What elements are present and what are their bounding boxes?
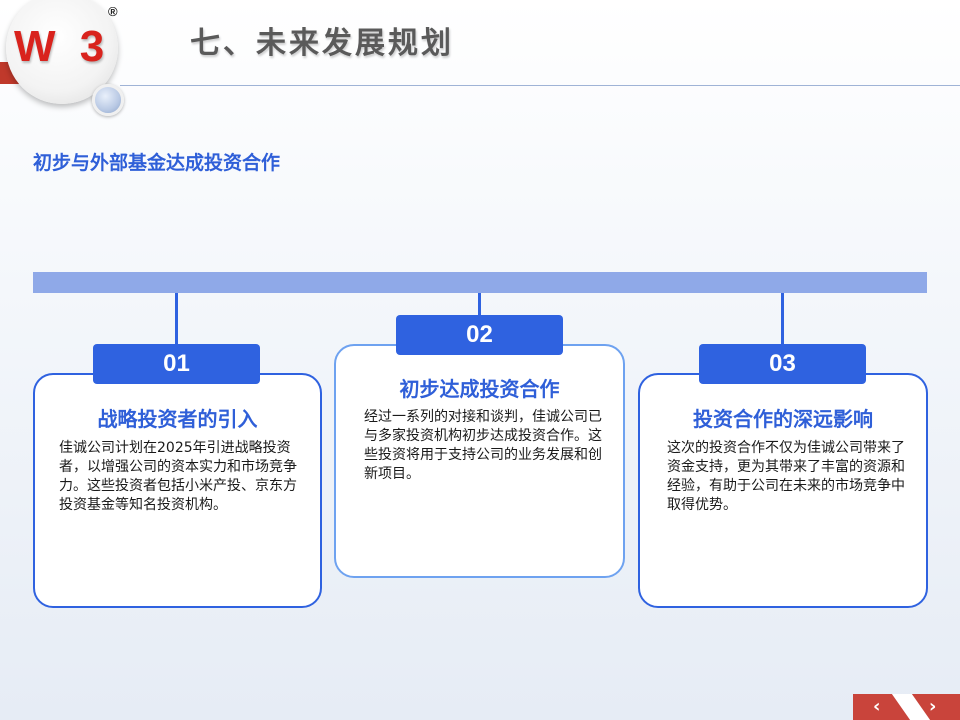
nav-separator bbox=[891, 694, 931, 720]
section-subtitle: 初步与外部基金达成投资合作 bbox=[33, 152, 281, 174]
card-title: 战略投资者的引入 bbox=[97, 407, 258, 431]
timeline-connector-2 bbox=[478, 293, 481, 315]
logo: W 3 ® bbox=[0, 0, 130, 116]
card-body: 佳诚公司计划在2025年引进战略投资者，以增强公司的资本实力和市场竞争力。这些投… bbox=[59, 440, 297, 513]
next-arrow-icon[interactable]: › bbox=[929, 696, 937, 717]
card-initial-cooperation: 初步达成投资合作 经过一系列的对接和谈判，佳诚公司已与多家投资机构初步达成投资合… bbox=[334, 344, 625, 578]
logo-dot-icon bbox=[92, 84, 124, 116]
timeline-bar bbox=[33, 272, 927, 293]
card-body: 经过一系列的对接和谈判，佳诚公司已与多家投资机构初步达成投资合作。这些投资将用于… bbox=[364, 409, 602, 482]
timeline-connector-1 bbox=[175, 293, 178, 345]
card-title: 投资合作的深远影响 bbox=[693, 407, 873, 431]
card-number-badge: 01 bbox=[93, 344, 260, 384]
card-number-badge: 03 bbox=[699, 344, 866, 384]
logo-text: W 3 bbox=[14, 22, 111, 71]
page-title: 七、未来发展规划 bbox=[190, 26, 454, 61]
card-title: 初步达成投资合作 bbox=[399, 377, 560, 401]
card-far-reaching-impact: 投资合作的深远影响 这次的投资合作不仅为佳诚公司带来了资金支持，更为其带来了丰富… bbox=[638, 373, 928, 608]
prev-arrow-icon[interactable]: ‹ bbox=[873, 696, 881, 717]
timeline-connector-3 bbox=[781, 293, 784, 345]
card-body: 这次的投资合作不仅为佳诚公司带来了资金支持，更为其带来了丰富的资源和经验，有助于… bbox=[667, 440, 905, 513]
card-number-badge: 02 bbox=[396, 315, 563, 355]
header-divider bbox=[120, 85, 960, 86]
card-strategic-investors: 战略投资者的引入 佳诚公司计划在2025年引进战略投资者，以增强公司的资本实力和… bbox=[33, 373, 322, 608]
registered-mark: ® bbox=[108, 4, 118, 19]
slide-navigation: ‹ › bbox=[853, 694, 960, 720]
